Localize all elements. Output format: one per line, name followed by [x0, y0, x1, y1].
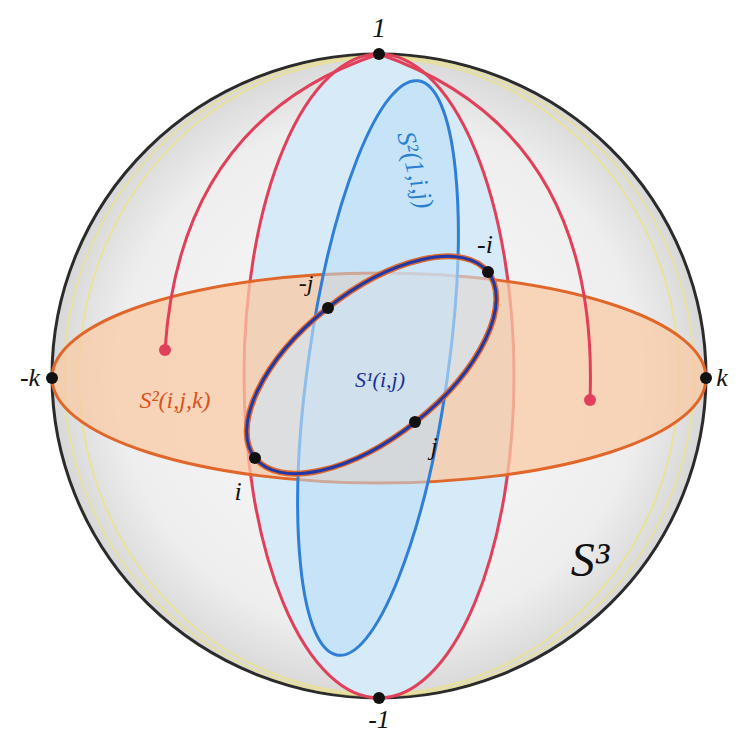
point-label: k — [716, 365, 728, 391]
sphere-label: S³ — [571, 536, 609, 584]
point-dots — [46, 48, 712, 704]
point-label: j — [430, 434, 437, 460]
point-dot — [373, 48, 385, 60]
red-dot — [584, 394, 596, 406]
sphere-label: S²(i,j,k) — [139, 388, 210, 412]
point-dot — [482, 266, 494, 278]
red-dot — [159, 344, 171, 356]
point-dot — [373, 692, 385, 704]
red-arc — [165, 54, 379, 350]
point-dot — [322, 302, 334, 314]
circle-label: S¹(i,j) — [355, 369, 405, 391]
s1-ij-circle — [210, 216, 533, 514]
point-label: -j — [299, 271, 314, 295]
s1-ij-circle — [210, 216, 533, 514]
s3-sphere — [52, 54, 706, 698]
point-label: -1 — [368, 707, 390, 733]
point-dot — [249, 452, 261, 464]
red-arc — [379, 54, 590, 400]
point-label: -k — [20, 365, 40, 391]
point-dot — [409, 416, 421, 428]
point-label: i — [234, 479, 241, 505]
point-dot — [46, 372, 58, 384]
point-label: 1 — [372, 14, 386, 42]
point-dot — [700, 372, 712, 384]
point-label: -i — [477, 232, 493, 258]
